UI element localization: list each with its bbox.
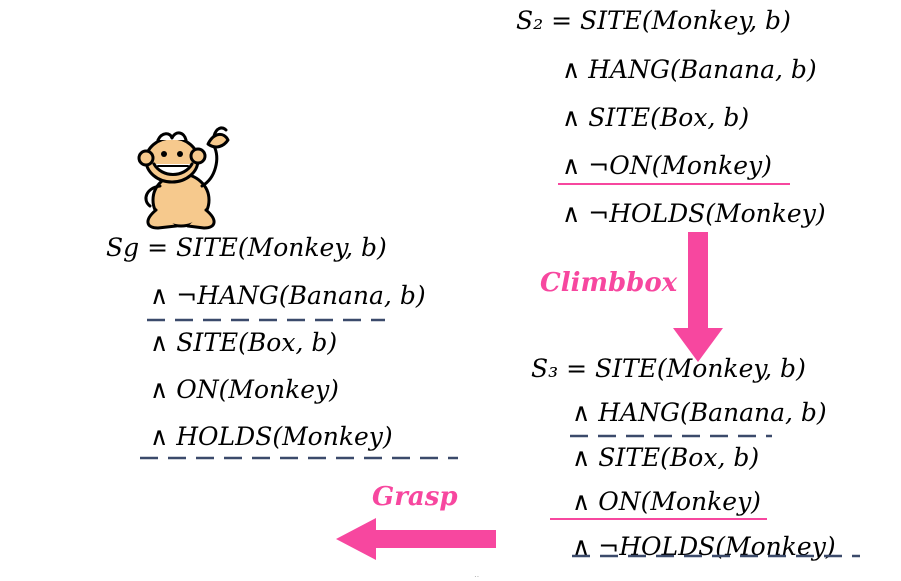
page-number-mark: ·· — [474, 572, 480, 581]
s2-line-5: ∧ ¬HOLDS(Monkey) — [562, 199, 826, 228]
s2-line-4: ∧ ¬ON(Monkey) — [562, 151, 772, 180]
s3-line-1: S₃ = SITE(Monkey, b) — [531, 354, 806, 383]
monkey-clipart-icon — [137, 126, 230, 230]
s3-line-5: ∧ ¬HOLDS(Monkey) — [572, 532, 836, 561]
goal-line-5: ∧ HOLDS(Monkey) — [150, 422, 393, 451]
s3-line-2: ∧ HANG(Banana, b) — [572, 398, 827, 427]
s3-line-4: ∧ ON(Monkey) — [572, 487, 761, 516]
goal-line-2: ∧ ¬HANG(Banana, b) — [150, 281, 426, 310]
climbbox-arrow — [673, 232, 723, 362]
climbbox-label: Climbbox — [540, 268, 678, 298]
goal-line-1: Sg = SITE(Monkey, b) — [106, 233, 387, 262]
goal-line-3: ∧ SITE(Box, b) — [150, 328, 338, 357]
s2-line-1: S₂ = SITE(Monkey, b) — [516, 6, 791, 35]
s3-line-3: ∧ SITE(Box, b) — [572, 443, 760, 472]
s2-line-2: ∧ HANG(Banana, b) — [562, 55, 817, 84]
s2-line-3: ∧ SITE(Box, b) — [562, 103, 750, 132]
goal-line-4: ∧ ON(Monkey) — [150, 375, 339, 404]
grasp-arrow — [336, 518, 496, 560]
grasp-label: Grasp — [372, 482, 458, 512]
